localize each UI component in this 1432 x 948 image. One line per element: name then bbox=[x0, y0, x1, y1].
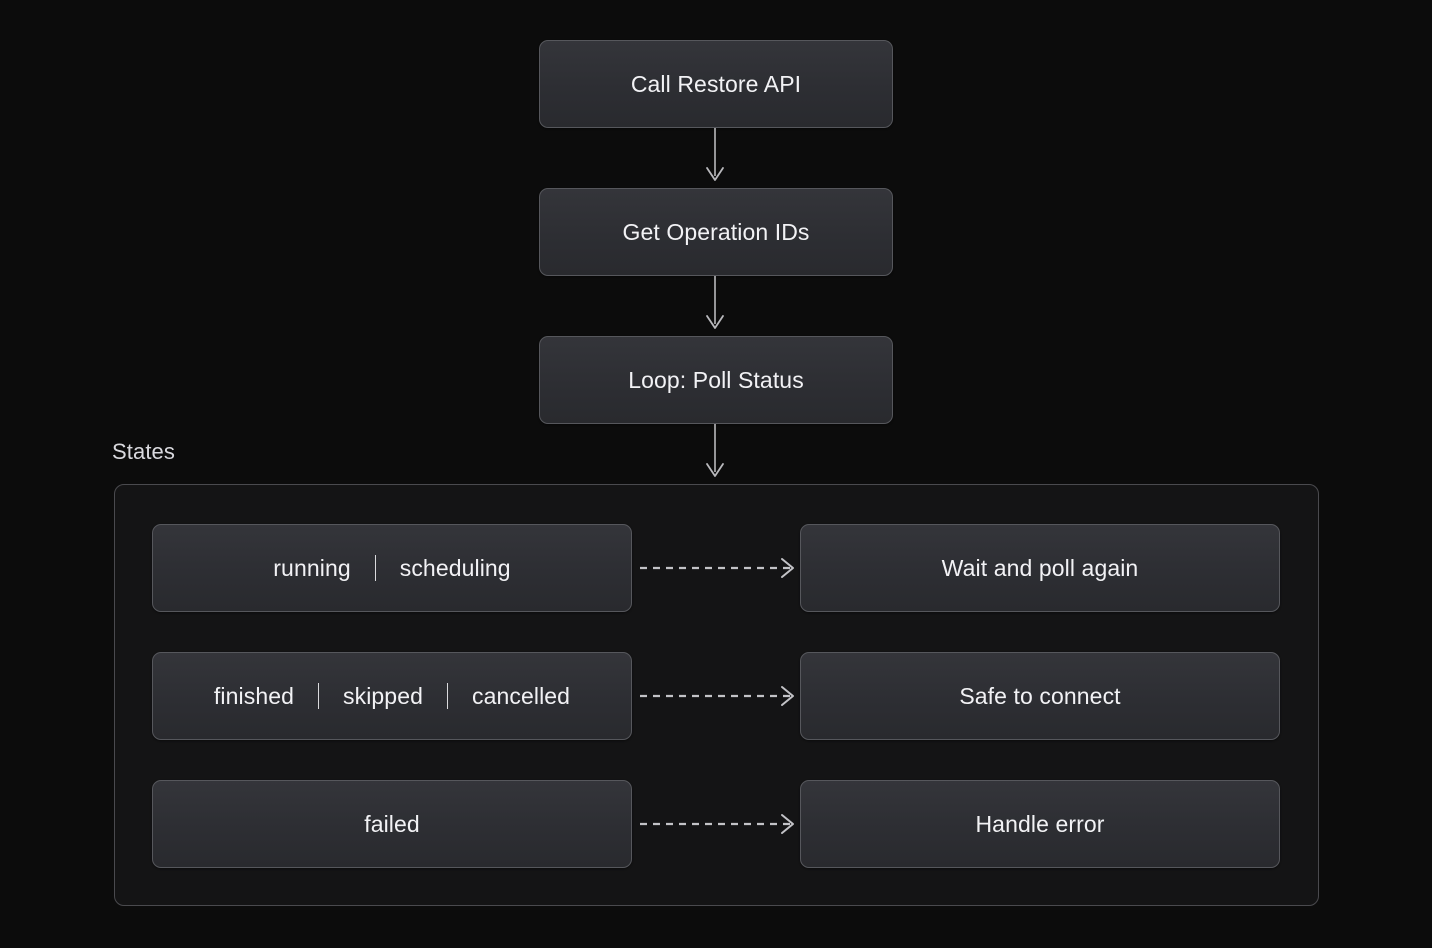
state-token-scheduling: scheduling bbox=[399, 554, 511, 581]
state-token-running: running bbox=[273, 554, 351, 581]
node-loop-poll-status[interactable]: Loop: Poll Status bbox=[539, 336, 893, 424]
action-node-label-wait-and-poll-again: Wait and poll again bbox=[941, 554, 1139, 581]
state-token-cancelled: cancelled bbox=[471, 682, 571, 709]
action-node-handle-error[interactable]: Handle error bbox=[800, 780, 1280, 868]
state-separator bbox=[318, 683, 319, 709]
node-label-loop-poll-status: Loop: Poll Status bbox=[628, 366, 804, 393]
edge-get-operation-ids-to-loop-poll-status bbox=[706, 276, 724, 329]
state-token-failed: failed bbox=[364, 810, 420, 837]
state-separator bbox=[446, 683, 448, 709]
states-subgraph-title: States bbox=[112, 439, 175, 464]
node-get-operation-ids[interactable]: Get Operation IDs bbox=[539, 188, 893, 276]
node-call-restore-api[interactable]: Call Restore API bbox=[539, 40, 893, 128]
state-node-failed[interactable]: failed bbox=[152, 780, 632, 868]
node-label-call-restore-api: Call Restore API bbox=[630, 70, 802, 97]
state-token-finished: finished bbox=[213, 682, 294, 709]
state-node-label-running-scheduling: running scheduling bbox=[273, 554, 511, 581]
action-node-wait-and-poll-again[interactable]: Wait and poll again bbox=[800, 524, 1280, 612]
edge-call-restore-api-to-get-operation-ids bbox=[706, 128, 724, 181]
state-separator bbox=[374, 555, 376, 581]
state-node-running-scheduling[interactable]: running scheduling bbox=[152, 524, 632, 612]
state-token-skipped: skipped bbox=[343, 682, 423, 709]
node-label-get-operation-ids: Get Operation IDs bbox=[622, 218, 810, 245]
action-node-label-handle-error: Handle error bbox=[975, 810, 1105, 837]
state-node-label-finished-skipped-cancelled: finished skipped cancelled bbox=[214, 683, 570, 709]
action-node-safe-to-connect[interactable]: Safe to connect bbox=[800, 652, 1280, 740]
action-node-label-safe-to-connect: Safe to connect bbox=[959, 682, 1121, 709]
state-node-finished-skipped-cancelled[interactable]: finished skipped cancelled bbox=[152, 652, 632, 740]
state-node-label-failed: failed bbox=[364, 811, 420, 837]
edge-loop-poll-status-to-states bbox=[706, 424, 724, 477]
